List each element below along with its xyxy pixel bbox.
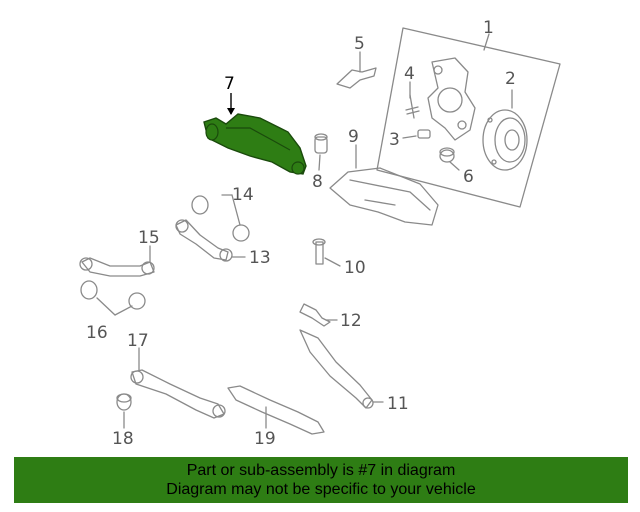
control-arm-7-highlighted[interactable] [203,93,307,175]
callout-10: 10 [344,258,366,278]
bushing-8-part [314,133,328,154]
link-19-part [227,385,325,435]
bolt-10-part [312,238,326,265]
callout-11: 11 [387,394,409,414]
leader-lines [96,33,513,429]
callout-18: 18 [112,429,134,449]
hub-bearing-part [482,109,528,171]
shield-part [329,167,439,226]
callout-6: 6 [463,167,474,187]
callout-4: 4 [404,64,415,84]
bushing-18-part [116,393,132,411]
bracket-12-part [299,303,331,327]
callout-13: 13 [249,248,271,268]
callout-14: 14 [232,185,254,205]
callout-5: 5 [354,34,365,54]
callout-17: 17 [127,331,149,351]
callout-8: 8 [312,172,323,192]
callout-15: 15 [138,228,160,248]
bolt-part [417,129,431,139]
control-arm-13-part [175,219,229,261]
callout-3: 3 [389,130,400,150]
bushing-14-part [191,195,250,242]
stud-part [405,94,420,119]
bushing-16-part [80,280,146,310]
lateral-link-15-part [81,257,155,277]
bracket-5-part [336,67,377,89]
callout-19: 19 [254,429,276,449]
banner-line-2: Diagram may not be specific to your vehi… [166,481,476,498]
lateral-link-17-part [131,369,225,419]
parts-diagram: 1 2 3 4 5 6 7 8 9 10 11 12 13 14 15 16 1… [79,18,561,449]
callout-9: 9 [348,127,359,147]
banner-line-1: Part or sub-assembly is #7 in diagram [186,462,456,479]
trailing-link-part [299,329,373,409]
callout-16: 16 [86,323,108,343]
knuckle-assembly-panel [376,27,561,208]
info-banner: Part or sub-assembly is #7 in diagram Di… [14,457,628,503]
callout-12: 12 [340,311,362,331]
callout-2: 2 [505,69,516,89]
bushing-6-part [439,147,455,163]
knuckle-part [427,57,476,141]
callout-7: 7 [224,74,235,94]
callout-1: 1 [483,18,494,38]
